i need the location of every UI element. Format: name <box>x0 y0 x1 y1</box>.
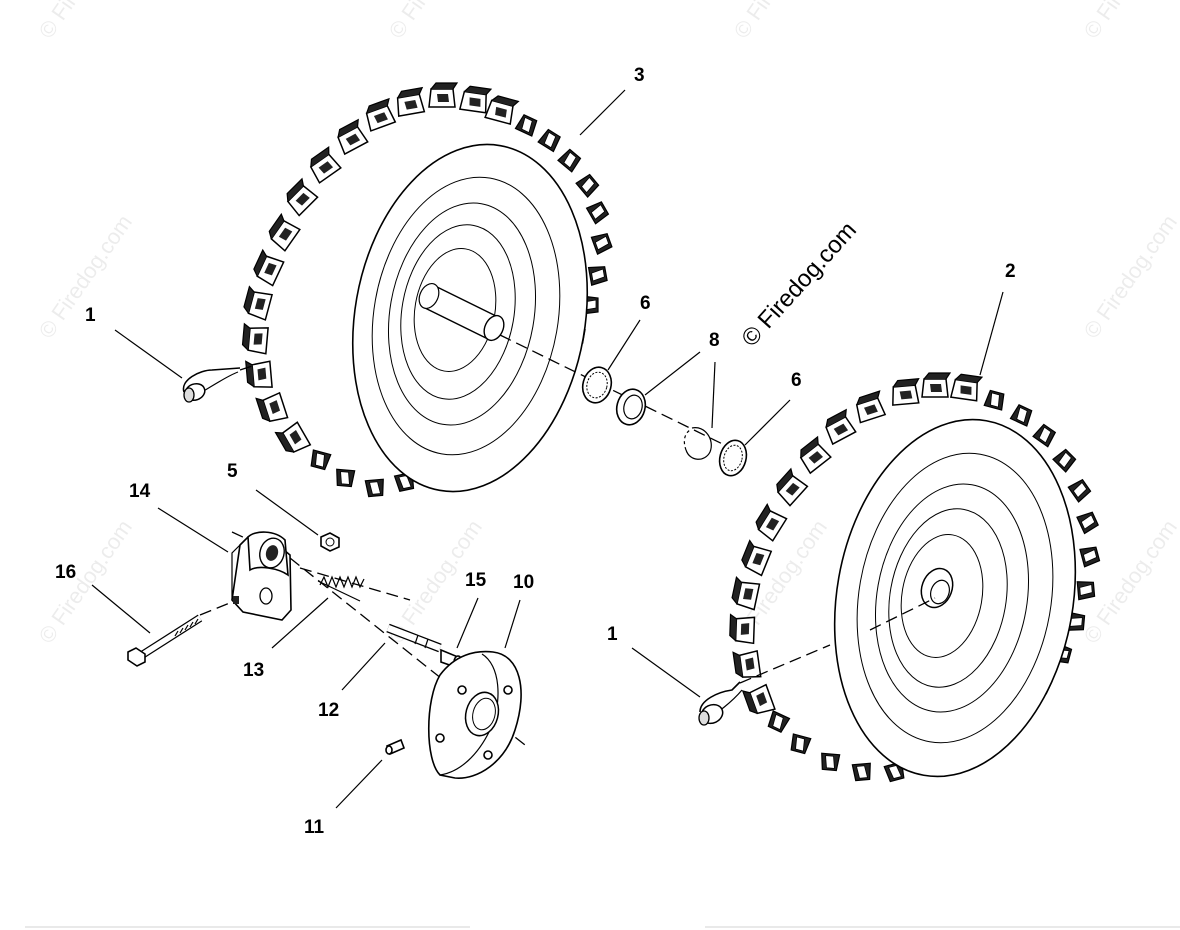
callout-3: 3 <box>634 65 645 86</box>
wheel-assembly-left <box>241 82 614 498</box>
watermark-tile: © Firedog.com <box>384 0 487 43</box>
callout-1: 1 <box>607 624 618 645</box>
rim-outer-left <box>371 176 561 456</box>
spacer-8 <box>615 388 647 426</box>
callout-15: 15 <box>465 570 487 591</box>
callout-5: 5 <box>227 461 238 482</box>
watermark-tile: © Firedog.com <box>34 515 137 648</box>
retaining-ring <box>683 427 712 460</box>
callout-10: 10 <box>513 572 534 593</box>
bracket-14 <box>231 531 292 621</box>
watermark-tile: © Firedog.com <box>34 0 137 43</box>
callout-6: 6 <box>791 370 802 391</box>
rim-ring-right <box>888 508 1008 688</box>
watermark-tile: © Firedog.com <box>1079 515 1180 648</box>
bolt-16 <box>127 614 203 667</box>
hex-nut-5 <box>320 532 340 552</box>
callout-8: 8 <box>709 330 720 351</box>
callout-11: 11 <box>304 817 325 838</box>
rim-ring-left <box>400 224 516 400</box>
watermark-tile: © Firedog.com <box>1079 0 1180 43</box>
watermark-main: © Firedog.com <box>736 217 862 352</box>
assembly-centerlines <box>199 334 936 746</box>
hub-ring-right <box>900 534 984 658</box>
wheel-assembly-right <box>728 372 1101 783</box>
hairpin-clip-right <box>698 681 743 726</box>
watermark-tile: © Firedog.com <box>729 0 832 43</box>
spring-13 <box>317 575 365 602</box>
callout-13: 13 <box>243 660 264 681</box>
pin-12 <box>386 623 442 653</box>
hub-flange-10 <box>428 650 522 779</box>
washer-6-lower <box>718 439 748 477</box>
watermark-tile: © Firedog.com <box>1079 210 1180 343</box>
washer-6-upper <box>581 366 613 404</box>
callout-2: 2 <box>1005 261 1016 282</box>
tire-sidewall-right <box>833 418 1077 778</box>
axle-hole-right <box>920 567 954 609</box>
rim-ring-right <box>874 483 1030 713</box>
callout-14: 14 <box>129 481 151 502</box>
callout-1: 1 <box>85 305 96 326</box>
leader-lines <box>91 89 1004 809</box>
hairpin-clip-left <box>182 367 241 403</box>
callout-12: 12 <box>318 700 339 721</box>
rim-ring-left <box>387 202 537 426</box>
rim-outer-right <box>856 452 1054 744</box>
callout-labels: 3 2 1 6 8 6 5 14 16 15 10 13 12 1 11 <box>55 65 1016 838</box>
axle-left <box>418 283 505 342</box>
callout-6: 6 <box>640 293 651 314</box>
set-screw-11 <box>385 738 406 756</box>
callout-16: 16 <box>55 562 76 583</box>
